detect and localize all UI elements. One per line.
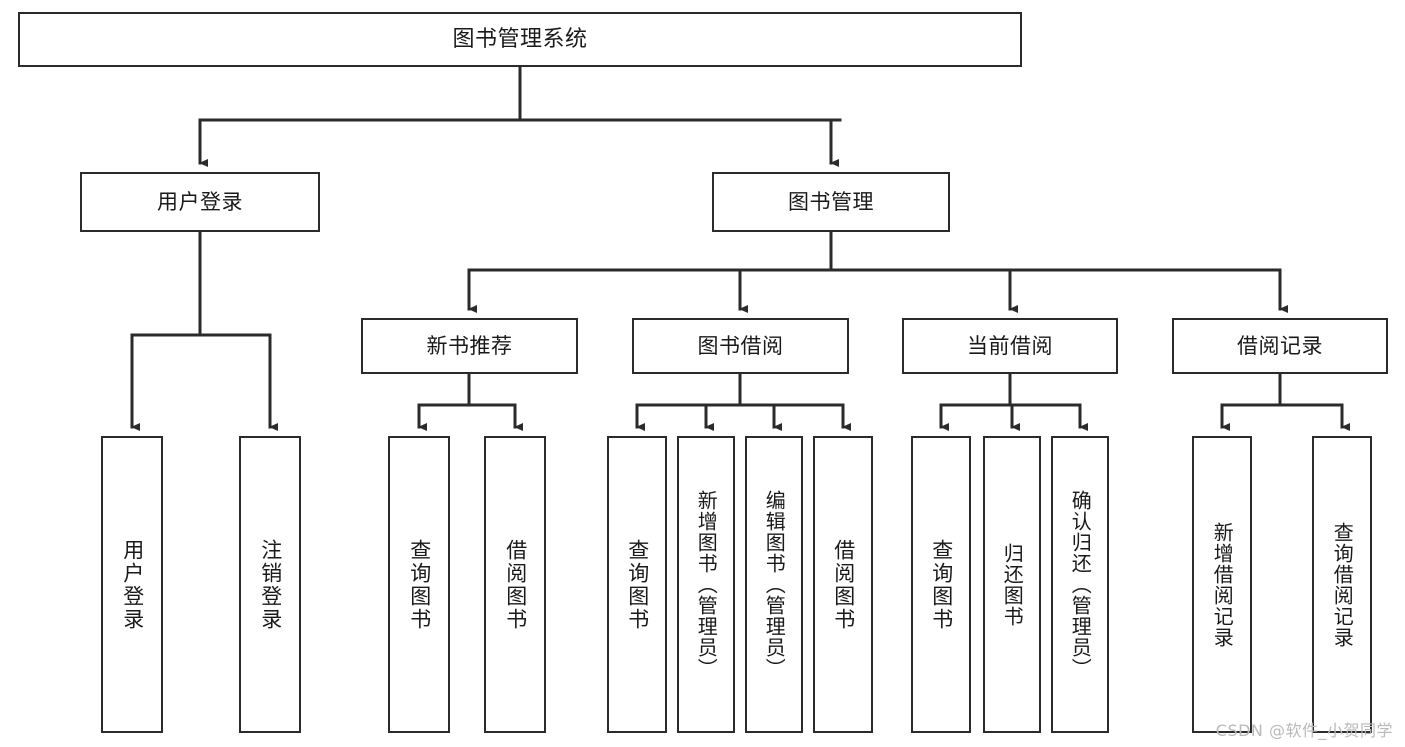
node-label: 用户登录	[157, 189, 243, 214]
node-leaf-edit-book[interactable]: 编辑图书（管理员）	[745, 436, 803, 733]
node-new-book-recommend[interactable]: 新书推荐	[361, 318, 578, 374]
node-leaf-confirm-return[interactable]: 确认归还（管理员）	[1051, 436, 1109, 733]
node-label: 借阅图书	[503, 538, 528, 631]
node-label: 归还图书	[1000, 542, 1025, 627]
node-label: 编辑图书（管理员）	[762, 490, 787, 679]
node-label: 新增图书（管理员）	[694, 490, 719, 679]
node-label: 借阅记录	[1237, 333, 1323, 358]
node-leaf-query-book-3[interactable]: 查询图书	[911, 436, 971, 733]
watermark-text: CSDN @软件_小贺同学	[1215, 721, 1393, 740]
node-book-manage[interactable]: 图书管理	[712, 172, 950, 232]
node-borrow-record[interactable]: 借阅记录	[1172, 318, 1388, 374]
node-label: 图书管理系统	[452, 26, 588, 52]
node-leaf-return-book[interactable]: 归还图书	[983, 436, 1041, 733]
node-label: 查询图书	[929, 538, 954, 631]
node-leaf-query-book-1[interactable]: 查询图书	[388, 436, 450, 733]
node-leaf-query-book-2[interactable]: 查询图书	[607, 436, 667, 733]
node-label: 当前借阅	[967, 333, 1053, 358]
node-label: 查询图书	[625, 538, 650, 631]
node-label: 查询借阅记录	[1330, 521, 1355, 648]
node-label: 用户登录	[120, 538, 145, 631]
node-leaf-borrow-book-1[interactable]: 借阅图书	[484, 436, 546, 733]
node-label: 图书借阅	[697, 333, 784, 358]
node-leaf-add-book[interactable]: 新增图书（管理员）	[677, 436, 735, 733]
node-label: 注销登录	[258, 538, 283, 631]
node-label: 借阅图书	[831, 538, 856, 631]
node-book-borrow[interactable]: 图书借阅	[632, 318, 849, 374]
node-label: 查询图书	[407, 538, 432, 631]
node-current-borrow[interactable]: 当前借阅	[902, 318, 1118, 374]
node-label: 图书管理	[788, 189, 874, 214]
node-leaf-borrow-book-2[interactable]: 借阅图书	[813, 436, 873, 733]
node-user-login[interactable]: 用户登录	[80, 172, 320, 232]
node-label: 新增借阅记录	[1210, 521, 1235, 648]
node-label: 确认归还（管理员）	[1068, 490, 1093, 679]
node-leaf-add-record[interactable]: 新增借阅记录	[1192, 436, 1252, 733]
node-root-图书管理系统[interactable]: 图书管理系统	[18, 12, 1022, 67]
node-leaf-query-record[interactable]: 查询借阅记录	[1312, 436, 1372, 733]
node-leaf-user-login[interactable]: 用户登录	[101, 436, 163, 733]
node-leaf-user-logout[interactable]: 注销登录	[239, 436, 301, 733]
node-label: 新书推荐	[426, 333, 513, 358]
